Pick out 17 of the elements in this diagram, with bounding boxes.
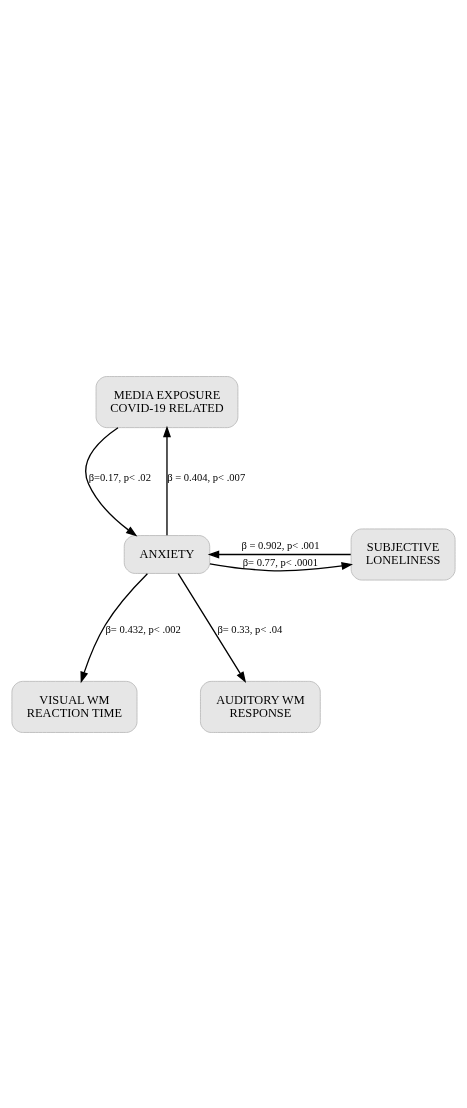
edge-label: β = 0.902, p< .001 [241, 539, 320, 551]
edge-label: β= 0.77, p< .0001 [242, 556, 319, 568]
arrow [209, 561, 353, 571]
node-box: VISUAL WM REACTION TIME [11, 680, 138, 733]
arrow [177, 572, 247, 683]
arrow [162, 425, 171, 536]
edge-label: β= 0.33, p< .04 [217, 623, 283, 635]
node-box: SUBJECTIVE LONELINESS [350, 528, 456, 580]
arrow [207, 550, 352, 558]
edge-label: β=0.17, p< .02 [88, 471, 151, 483]
arrow [85, 426, 138, 536]
node-box: MEDIA EXPOSURE COVID-19 RELATED [95, 375, 239, 428]
node-box: AUDITORY WM RESPONSE [200, 680, 321, 733]
edge-label: β = 0.404, p< .007 [167, 471, 246, 483]
arrow [80, 572, 149, 683]
edge-label: β= 0.432, p< .002 [105, 623, 181, 635]
node-box: ANXIETY [123, 534, 211, 574]
